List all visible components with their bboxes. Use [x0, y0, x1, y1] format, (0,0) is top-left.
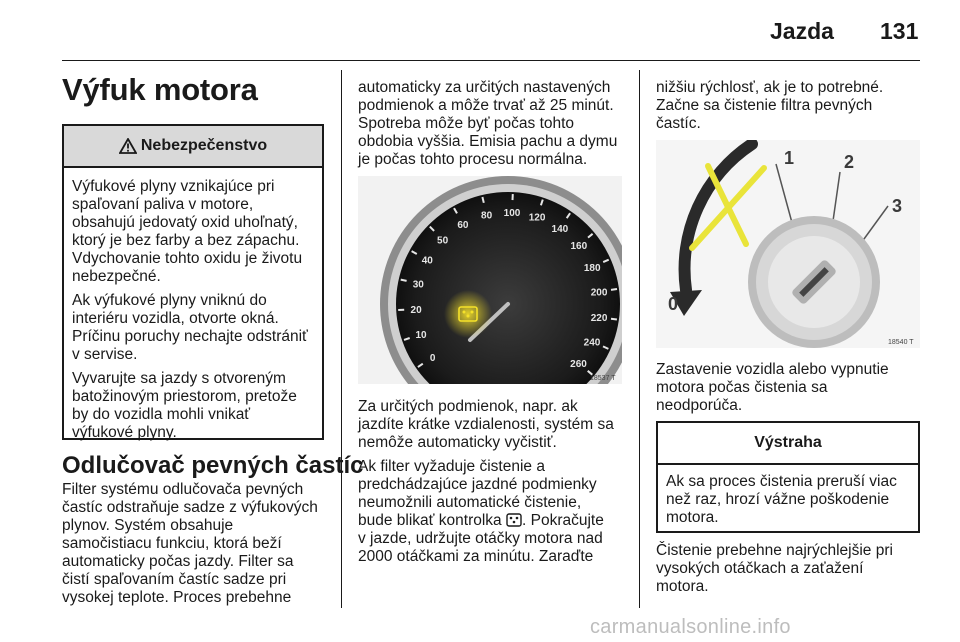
speedo-tick-mark: [403, 337, 411, 341]
page-number: 131: [880, 18, 919, 44]
speedo-tick-label: 220: [591, 313, 608, 324]
particle-filter-icon: [506, 513, 522, 527]
speedo-tick-mark: [565, 212, 571, 219]
caution-box-header: Výstraha: [658, 423, 918, 465]
running-header-title: Jazda: [770, 18, 834, 44]
speedo-tick-mark: [587, 233, 594, 239]
speedo-tick-mark: [429, 225, 435, 232]
speedo-tick-mark: [602, 345, 609, 350]
position-label-3: 3: [892, 196, 902, 216]
callout-line-1: [775, 163, 795, 231]
key-slot-icon: [792, 260, 836, 304]
speedo-tick-mark: [400, 278, 407, 282]
filter-warning-glow: [444, 290, 492, 338]
speedo-tick-mark: [417, 362, 424, 368]
turn-direction-arrow: [678, 138, 758, 296]
speedo-tick-label: 40: [422, 256, 434, 267]
header-rule: [62, 60, 920, 61]
warning-triangle-icon: [118, 138, 137, 154]
speedo-tick-mark: [610, 317, 618, 321]
speedo-tick-label: 200: [591, 288, 608, 299]
speedo-tick-label: 140: [552, 224, 569, 235]
column-divider-2: [639, 70, 640, 608]
speedo-tick-label: 180: [584, 263, 601, 274]
speedo-tick-label: 20: [411, 305, 423, 316]
speedo-tick-mark: [602, 258, 610, 264]
speedo-tick-mark: [610, 288, 618, 291]
position-label-2: 2: [844, 152, 854, 172]
speedo-tick-label: 120: [529, 213, 546, 224]
speedo-tick-label: 60: [457, 220, 469, 231]
speedo-tick-mark: [453, 207, 458, 214]
speedo-tick-label: 160: [570, 241, 587, 252]
column-divider-1: [341, 70, 342, 608]
speedo-tick-mark: [481, 196, 485, 204]
speedo-tick-label: 50: [437, 235, 449, 246]
speedo-tick-label: 260: [570, 359, 587, 370]
speedo-image-code: 18537 T: [590, 375, 616, 382]
arrow-head-icon: [670, 290, 702, 316]
ignition-image-code: 18540 T: [888, 339, 914, 346]
position-label-0: 0: [668, 294, 678, 314]
section-heading: Odlučovač pevných častíc: [62, 452, 364, 479]
danger-box: Nebezpečenstvo Výfukové plyny vznikajúce…: [62, 124, 324, 441]
ignition-image: 1 2 3 0 18540 T: [656, 138, 920, 348]
speedo-tick-label: 30: [413, 280, 425, 291]
speedo-tick-label: 80: [481, 211, 493, 222]
caution-box: Výstraha Ak sa proces čistenia preruší v…: [656, 421, 920, 533]
speedo-tick-label: 100: [504, 208, 521, 219]
speedo-tick-label: 10: [415, 330, 427, 341]
caution-box-label: Výstraha: [754, 434, 822, 451]
page-title: Výfuk motora: [62, 72, 258, 107]
crossed-out-mark: [705, 163, 749, 247]
danger-box-label: Nebezpečenstvo: [140, 137, 268, 154]
speedo-tick-label: 240: [584, 338, 601, 349]
speedo-tick-mark: [587, 370, 593, 376]
danger-box-header: Nebezpečenstvo: [64, 126, 322, 168]
speedo-tick-label: 0: [430, 353, 436, 364]
callout-line-2: [831, 171, 841, 229]
speedo-tick-mark: [411, 250, 418, 255]
exhaust-filter-warning-icon: [458, 306, 478, 322]
ignition-switch-illustration: 1 2 3 0 18540 T: [656, 138, 920, 348]
watermark: carmanualsonline.info: [590, 616, 791, 638]
position-label-1: 1: [784, 148, 794, 168]
speedo-tick-mark: [539, 199, 544, 206]
right-top-text: nižšiu rýchlosť, ak je to potrebné.Začne…: [656, 79, 884, 132]
